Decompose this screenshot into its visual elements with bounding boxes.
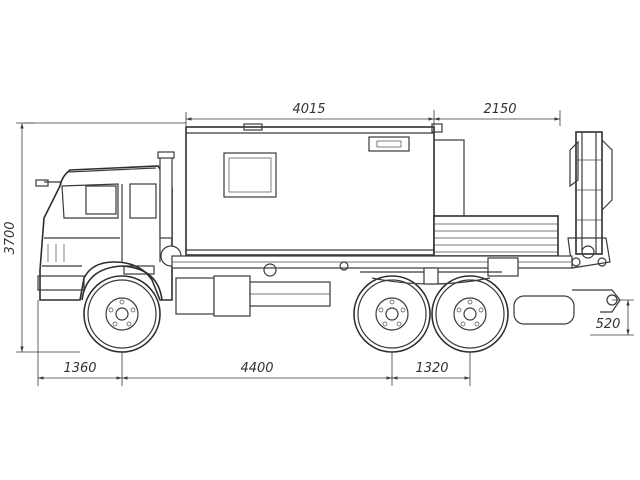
cab-window — [85, 185, 117, 215]
dim-crane-length: 2150 — [483, 102, 516, 117]
cab-side-window — [129, 183, 157, 219]
cab — [35, 151, 182, 301]
box-window — [223, 152, 277, 198]
rear-deck — [433, 215, 559, 257]
dim-front-overhang: 1360 — [63, 361, 96, 376]
front-wheel — [81, 265, 163, 353]
fuel-tank — [175, 277, 215, 315]
chassis-frame — [171, 255, 621, 325]
rear-wheel-2 — [431, 275, 509, 353]
rear-suspension — [360, 267, 502, 285]
crane — [567, 131, 613, 269]
rear-box — [513, 295, 575, 325]
dimension-lines — [16, 110, 634, 386]
vent-grille — [368, 136, 410, 152]
dim-body-length: 4015 — [292, 102, 325, 117]
dim-hitch-height: 520 — [596, 317, 621, 332]
dim-overall-height: 3700 — [3, 221, 18, 254]
dim-wheelbase: 4400 — [240, 361, 273, 376]
cargo-box — [185, 123, 465, 256]
dim-rear-axle-spacing: 1320 — [415, 361, 448, 376]
rear-wheel-1 — [353, 275, 431, 353]
